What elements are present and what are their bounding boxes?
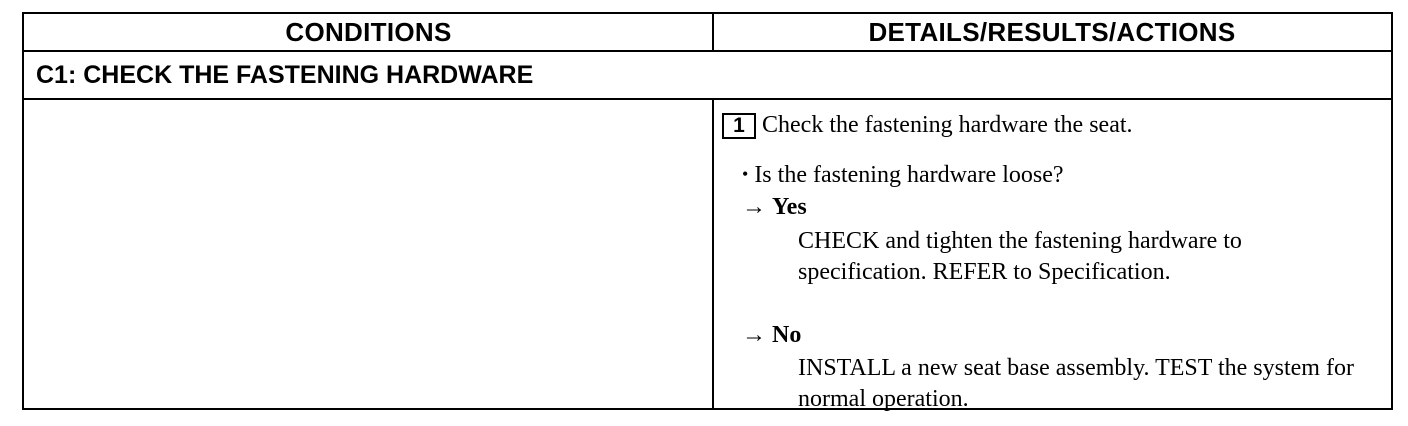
yes-action-text: CHECK and tighten the fastening hardware… bbox=[798, 228, 1242, 285]
right-arrow-icon: → bbox=[742, 322, 766, 348]
yes-label: →Yes bbox=[742, 194, 807, 221]
section-title: C1: CHECK THE FASTENING HARDWARE bbox=[36, 60, 534, 89]
step-line: 1 Check the fastening hardware the seat. bbox=[722, 112, 1133, 139]
step-number-badge: 1 bbox=[722, 112, 756, 139]
question-line: •Is the fastening hardware loose? bbox=[742, 162, 1064, 189]
section-row: C1: CHECK THE FASTENING HARDWARE bbox=[24, 52, 1391, 100]
question-text: Is the fastening hardware loose? bbox=[754, 162, 1064, 188]
bullet-icon: • bbox=[742, 164, 749, 184]
table-header-row: CONDITIONS DETAILS/RESULTS/ACTIONS bbox=[24, 14, 1391, 52]
column-divider bbox=[712, 100, 714, 408]
details-header: DETAILS/RESULTS/ACTIONS bbox=[868, 16, 1236, 47]
no-label: →No bbox=[742, 322, 801, 349]
no-action-text: INSTALL a new seat base assembly. TEST t… bbox=[798, 355, 1354, 412]
no-word: No bbox=[772, 322, 802, 348]
diagnostic-table: CONDITIONS DETAILS/RESULTS/ACTIONS C1: C… bbox=[22, 12, 1393, 412]
right-arrow-icon: → bbox=[742, 194, 766, 220]
yes-word: Yes bbox=[772, 194, 807, 220]
details-cell: 1 Check the fastening hardware the seat.… bbox=[714, 100, 1391, 412]
conditions-header: CONDITIONS bbox=[285, 16, 452, 47]
column-divider bbox=[712, 14, 714, 52]
step-instruction: Check the fastening hardware the seat. bbox=[762, 112, 1133, 138]
conditions-cell bbox=[24, 100, 712, 408]
